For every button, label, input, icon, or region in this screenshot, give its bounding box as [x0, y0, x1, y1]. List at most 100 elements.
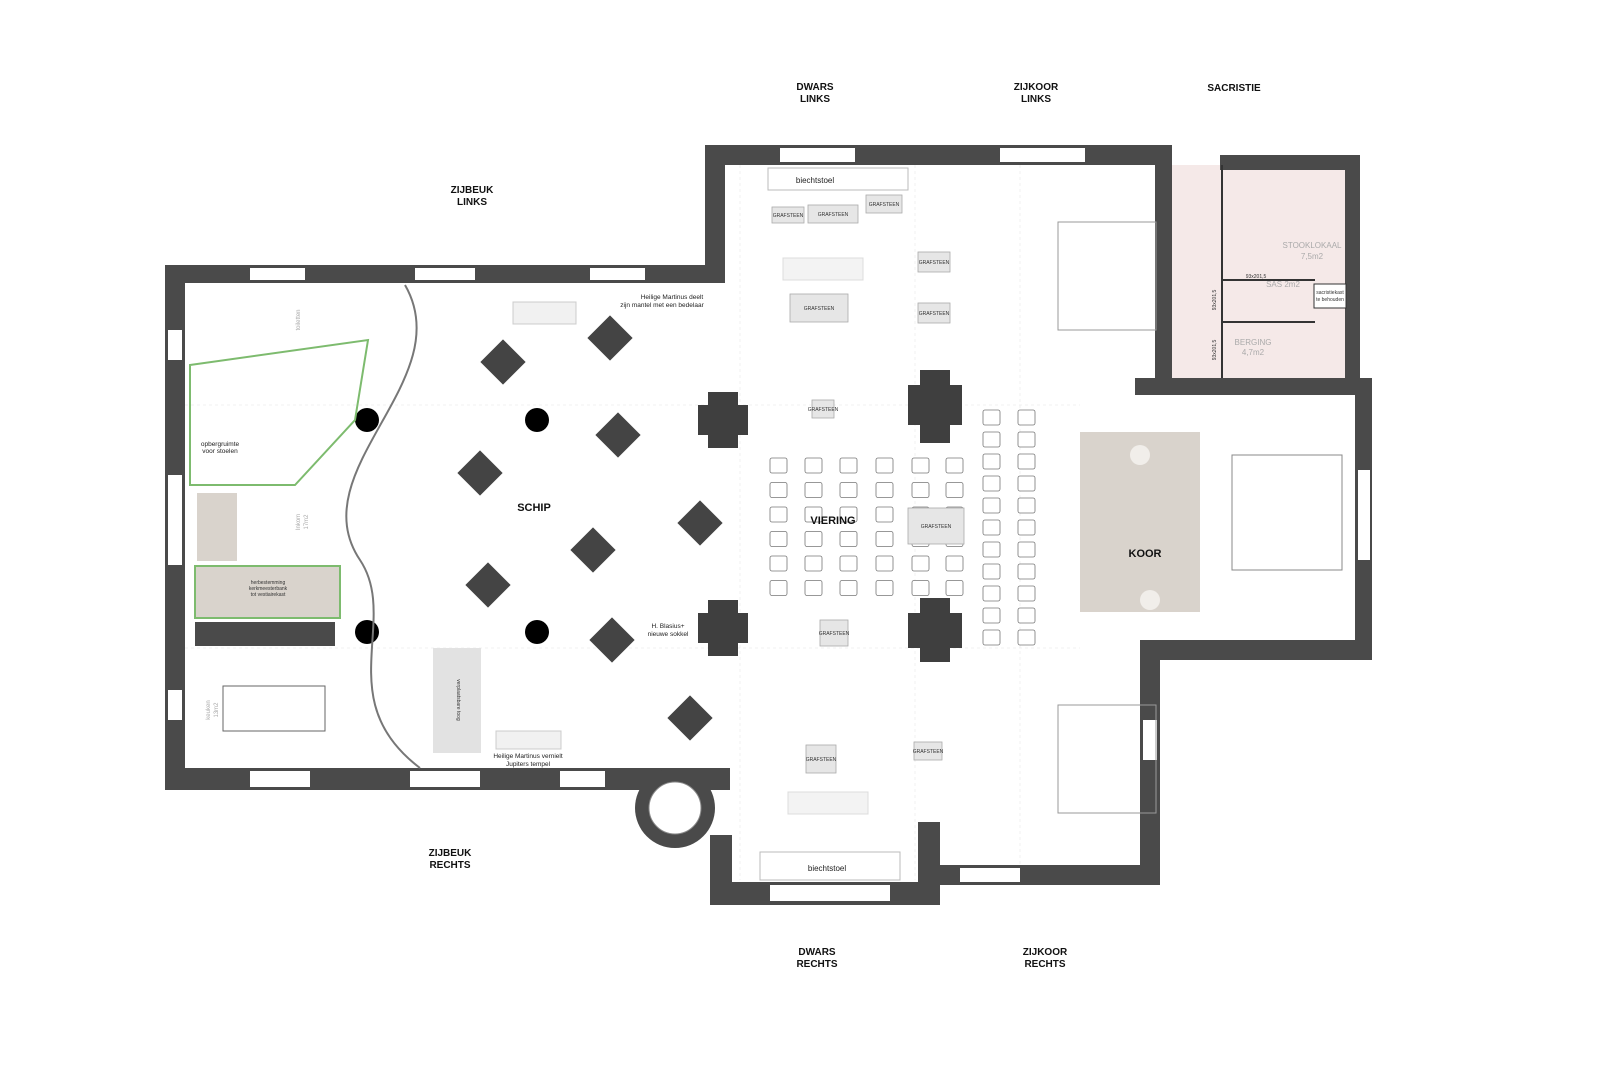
chair[interactable] — [804, 506, 823, 523]
chair[interactable] — [982, 409, 1001, 426]
koor-side-room-bottom — [1057, 704, 1157, 814]
biechtstoel-bottom — [759, 851, 901, 881]
table — [677, 500, 723, 546]
kitchen-island[interactable] — [222, 685, 326, 732]
chair[interactable] — [982, 629, 1001, 646]
chair-rows[interactable] — [769, 409, 1036, 646]
chair[interactable] — [804, 457, 823, 474]
svg-text:17m2: 17m2 — [304, 514, 310, 530]
svg-text:GRAFSTEEN: GRAFSTEEN — [806, 757, 837, 763]
svg-text:toiletten: toiletten — [296, 309, 302, 330]
vestiairekast — [194, 565, 341, 619]
table — [570, 527, 616, 573]
svg-text:LINKS: LINKS — [1021, 94, 1051, 105]
chair[interactable] — [945, 482, 964, 498]
table — [595, 412, 641, 458]
svg-text:LINKS: LINKS — [800, 94, 830, 105]
chair[interactable] — [945, 580, 964, 596]
svg-text:te behouden: te behouden — [1316, 297, 1344, 303]
chair[interactable] — [1017, 453, 1036, 470]
chair[interactable] — [769, 457, 788, 474]
svg-text:13m2: 13m2 — [214, 702, 220, 718]
curved-partition — [345, 284, 421, 769]
chair[interactable] — [1017, 431, 1036, 448]
chair[interactable] — [839, 555, 858, 572]
svg-text:7,5m2: 7,5m2 — [1301, 252, 1324, 261]
chair[interactable] — [982, 431, 1001, 448]
svg-text:herbestemming: herbestemming — [251, 580, 286, 586]
chair[interactable] — [804, 555, 823, 572]
chair[interactable] — [945, 555, 964, 572]
svg-text:STOOKLOKAAL: STOOKLOKAAL — [1283, 241, 1343, 250]
chair[interactable] — [1017, 519, 1036, 536]
chair[interactable] — [1017, 475, 1036, 492]
chair[interactable] — [1017, 409, 1036, 426]
svg-text:GRAFSTEEN: GRAFSTEEN — [919, 311, 950, 317]
chair[interactable] — [804, 580, 823, 596]
chair[interactable] — [982, 453, 1001, 470]
chair[interactable] — [875, 482, 894, 498]
chair[interactable] — [875, 506, 894, 523]
chair[interactable] — [1017, 607, 1036, 624]
svg-text:RECHTS: RECHTS — [429, 860, 470, 871]
chair[interactable] — [1017, 629, 1036, 646]
chair[interactable] — [911, 482, 930, 498]
svg-text:keuken: keuken — [206, 700, 212, 719]
windows — [168, 148, 1370, 901]
chair[interactable] — [982, 585, 1001, 602]
chair[interactable] — [911, 555, 930, 572]
chair[interactable] — [875, 531, 894, 547]
svg-text:GRAFSTEEN: GRAFSTEEN — [808, 407, 839, 413]
svg-text:ZIJBEUK: ZIJBEUK — [451, 185, 495, 196]
svg-text:biechtstoel: biechtstoel — [808, 864, 846, 873]
table — [587, 315, 633, 361]
chair[interactable] — [982, 607, 1001, 624]
chair[interactable] — [875, 580, 894, 596]
chair[interactable] — [839, 531, 858, 547]
chair[interactable] — [1017, 497, 1036, 514]
chair[interactable] — [1017, 585, 1036, 602]
movable-bar[interactable] — [433, 648, 481, 753]
chair[interactable] — [982, 519, 1001, 536]
svg-text:biechtstoel: biechtstoel — [796, 176, 834, 185]
chair[interactable] — [1017, 563, 1036, 580]
chair[interactable] — [911, 580, 930, 596]
cafe-tables[interactable] — [457, 315, 723, 741]
chair[interactable] — [769, 531, 788, 547]
chair[interactable] — [982, 563, 1001, 580]
chair[interactable] — [769, 506, 788, 523]
svg-text:KOOR: KOOR — [1129, 548, 1162, 560]
plinth-top — [782, 257, 864, 281]
chair[interactable] — [804, 482, 823, 498]
chair[interactable] — [982, 475, 1001, 492]
svg-text:Inkom: Inkom — [296, 514, 302, 530]
chair[interactable] — [839, 506, 858, 523]
inkom-mat — [197, 493, 237, 561]
svg-text:VIERING: VIERING — [810, 515, 855, 527]
chair[interactable] — [1017, 541, 1036, 558]
chair[interactable] — [982, 497, 1001, 514]
chair[interactable] — [804, 531, 823, 547]
svg-text:ZIJBEUK: ZIJBEUK — [429, 848, 473, 859]
chair[interactable] — [911, 457, 930, 474]
chair[interactable] — [875, 555, 894, 572]
chair[interactable] — [945, 457, 964, 474]
chair[interactable] — [769, 555, 788, 572]
chair[interactable] — [769, 482, 788, 498]
svg-text:ZIJKOOR: ZIJKOOR — [1014, 82, 1059, 93]
chair[interactable] — [839, 457, 858, 474]
chair[interactable] — [839, 580, 858, 596]
svg-text:Heilige Martinus deelt: Heilige Martinus deelt — [641, 294, 704, 301]
svg-text:GRAFSTEEN: GRAFSTEEN — [921, 524, 952, 530]
chair[interactable] — [875, 457, 894, 474]
svg-text:GRAFSTEEN: GRAFSTEEN — [804, 306, 835, 312]
chair[interactable] — [839, 482, 858, 498]
spiral-stair[interactable] — [648, 781, 702, 835]
chair[interactable] — [982, 541, 1001, 558]
svg-text:93x201,5: 93x201,5 — [1246, 274, 1267, 280]
chair[interactable] — [769, 580, 788, 596]
svg-text:Heilige Martinus vernielt: Heilige Martinus vernielt — [493, 753, 563, 760]
svg-text:GRAFSTEEN: GRAFSTEEN — [913, 749, 944, 755]
